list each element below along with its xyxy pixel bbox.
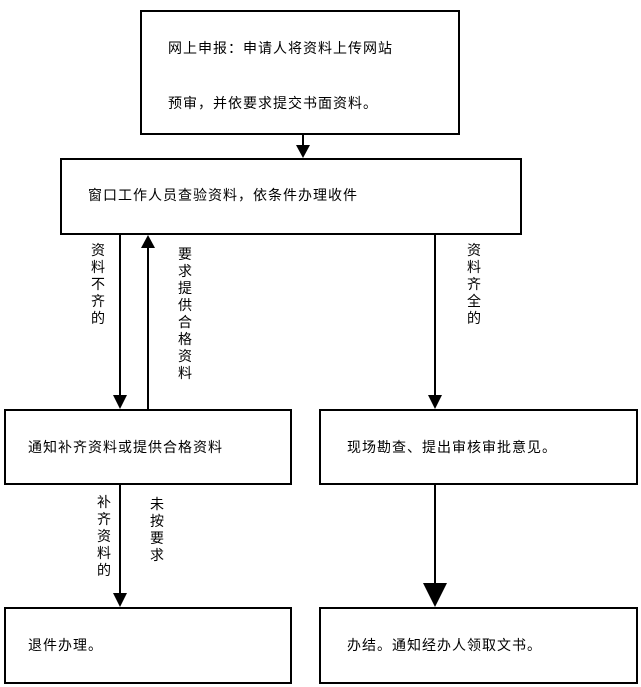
arrowhead-survey-to-done xyxy=(423,583,447,607)
box-return: 退件办理。 xyxy=(4,607,292,684)
box-online-application: 网上申报：申请人将资料上传网站 预审，并依要求提交书面资料。 xyxy=(140,10,460,135)
arrowhead-notify-to-window xyxy=(141,235,155,248)
label-supplemented: 补齐资料的 xyxy=(97,495,111,579)
window-check-text: 窗口工作人员查验资料，依条件办理收件 xyxy=(88,188,358,204)
box-site-survey: 现场勘查、提出审核审批意见。 xyxy=(319,409,638,485)
arrowhead-window-to-survey xyxy=(428,395,442,409)
site-survey-text: 现场勘查、提出审核审批意见。 xyxy=(347,440,557,456)
box-completed: 办结。通知经办人领取文书。 xyxy=(319,607,638,684)
online-application-line2: 预审，并依要求提交书面资料。 xyxy=(168,96,378,112)
box-window-check: 窗口工作人员查验资料，依条件办理收件 xyxy=(60,158,522,235)
notify-supplement-text: 通知补齐资料或提供合格资料 xyxy=(28,440,223,456)
label-incomplete: 资料不齐的 xyxy=(91,243,105,327)
box-notify-supplement: 通知补齐资料或提供合格资料 xyxy=(4,409,292,485)
arrowhead-window-to-notify xyxy=(113,395,127,409)
online-application-line1: 网上申报：申请人将资料上传网站 xyxy=(168,41,393,57)
return-text: 退件办理。 xyxy=(28,638,103,654)
label-require-qualified: 要求提供合格资料 xyxy=(178,247,192,382)
arrowhead-online-to-window xyxy=(296,145,310,158)
completed-text: 办结。通知经办人领取文书。 xyxy=(347,638,542,654)
arrowhead-notify-to-return xyxy=(113,593,127,607)
label-not-as-required: 未按要求 xyxy=(150,497,164,564)
label-complete: 资料齐全的 xyxy=(467,243,481,327)
